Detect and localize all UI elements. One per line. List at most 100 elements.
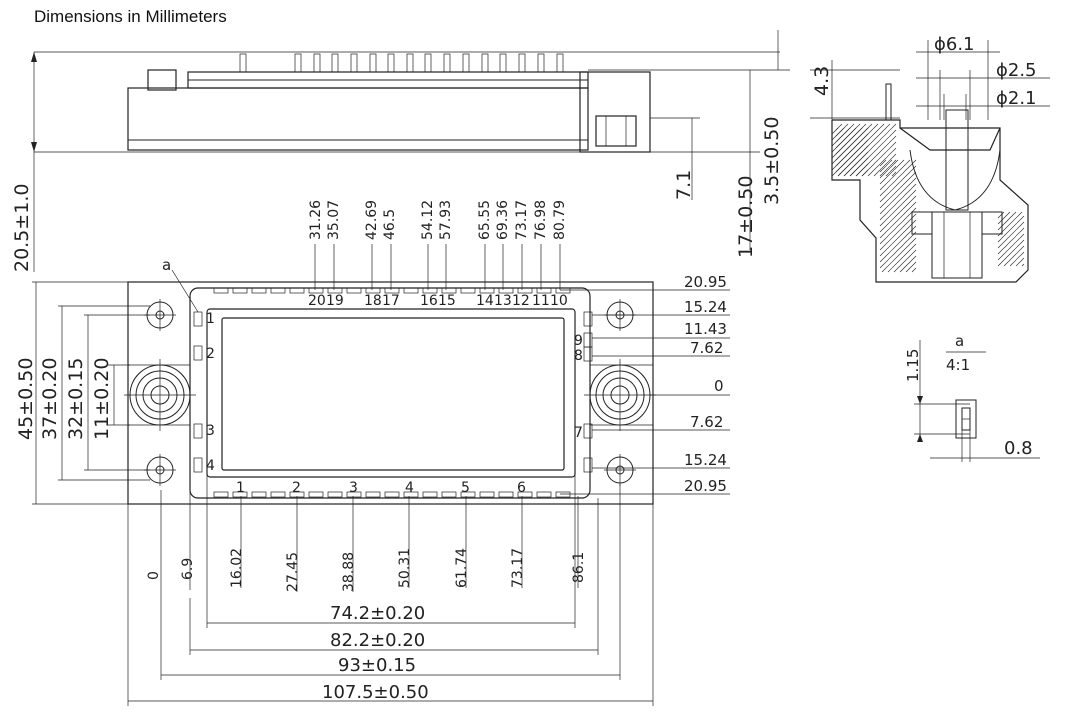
left-side-pins: 1 2 3 4 [193,311,215,474]
y-label: 15.24 [684,298,727,316]
pin-slot [213,287,229,294]
pin-row-bottom [213,491,571,498]
right-pin-number: 9 [574,333,583,349]
height-label: 37±0.20 [39,358,61,440]
hatch-line [1015,257,1025,267]
side-height-label: 20.5±1.0 [11,184,33,272]
bottom-pin-leaders [160,298,579,680]
hatch-line [855,163,869,177]
housing-window-outer [206,308,576,478]
side-pin [443,53,451,73]
side-pin [537,53,545,73]
side-body [127,87,589,151]
hatch-line [911,267,917,273]
side-pins [239,53,564,73]
hatch-line [879,159,887,167]
hatch-line [879,159,897,177]
pin-slot [251,287,267,294]
bottom-pin-x-labels: 16.02 27.45 38.88 50.31 61.74 73.17 86.1… [146,548,587,592]
top-pin-number: 15 [438,293,456,309]
bottom-pin-x-label: 50.31 [397,548,413,588]
pin-slot [327,491,343,498]
hatch-line [879,159,899,179]
top-pin-x-label: 69.36 [495,200,511,240]
top-pin-number: 13 [494,293,512,309]
top-pin-x-label: 54.12 [420,200,436,240]
right-pin-x-label: 86.1 [571,552,587,583]
height-label: 11±0.20 [91,358,113,440]
y-label: 20.95 [684,477,727,495]
y-label: 15.24 [684,451,727,469]
hatch-line [899,255,917,273]
screw-shaft [945,109,969,211]
y-label: 11.43 [684,320,727,338]
side-screw-nut [595,115,637,147]
pin-slot [403,287,419,294]
top-pin-leaders [314,244,561,290]
hatch-line [837,145,869,177]
hatch-line [997,215,1025,243]
side-base-height-label: 17±0.50 [735,176,757,258]
hatch-line [831,127,857,153]
hatch-line [879,165,917,203]
bottom-pin-number: 6 [517,480,526,496]
hatch-line [1009,251,1025,267]
side-view: 20.5±1.0 3.5±0.50 17±0.50 7.1 [11,30,790,272]
hatch-line [879,195,917,233]
hatch-line [879,225,917,263]
pin-row-top [213,287,571,294]
pin-slot [441,491,457,498]
right-pin-number: 7 [574,425,583,441]
y-dimension-labels: 20.95 15.24 11.43 7.62 0 7.62 15.24 20.9… [684,273,727,495]
pin-slot [232,491,248,498]
side-pin-height-label: 3.5±0.50 [761,117,783,205]
pin-slot [251,491,267,498]
pin-slot [479,287,495,294]
pin-slot [384,287,400,294]
top-pin-number: 20 [308,293,326,309]
housing-outline [189,287,591,499]
hatch-line [879,159,911,191]
screw-terminal-left [124,359,196,431]
depth-label: 4.3 [811,66,833,96]
hatch-line [997,233,1025,261]
pin-slot [213,491,229,498]
top-pin-number: 11 [532,293,550,309]
hatch-line [843,151,869,177]
side-pin [331,53,339,73]
left-pin-x-label: 6.9 [180,558,196,580]
pin-slot [460,491,476,498]
bottom-pin-number: 2 [292,480,301,496]
top-pin-number: 14 [476,293,494,309]
y-dimension-leaders [560,289,730,495]
hatch-line [997,221,1025,249]
hatch-line [997,227,1025,255]
top-pin-number: 18 [364,293,382,309]
hatch-line [879,189,917,227]
right-pin-number: 8 [574,348,583,364]
hatch-line [887,243,917,273]
y-label: 0 [714,377,724,395]
width-label: 74.2±0.20 [330,603,425,624]
hatch-line [879,183,917,221]
detail-a-view: a 4:1 1.15 0.8 [904,332,1040,462]
hatch-line [879,171,917,209]
side-pin [406,53,414,73]
left-pin-number: 3 [206,423,215,439]
pin-slot [441,287,457,294]
top-pin-x-label: 46.5 [382,209,398,240]
side-pin [239,53,247,73]
top-pin-number: 17 [382,293,400,309]
hatch-line [879,213,917,251]
pin-slot [346,287,362,294]
detail-a-scale: 4:1 [946,356,970,374]
side-pin [518,53,526,73]
top-view: 31.26 35.07 42.69 46.5 54.12 57.93 65.55… [15,200,730,706]
hatch-line [879,159,917,197]
pin-slot [517,287,533,294]
hatch-line [879,177,917,215]
bottom-pin-number: 1 [236,480,245,496]
pin-slot [384,491,400,498]
side-pin [369,53,377,73]
